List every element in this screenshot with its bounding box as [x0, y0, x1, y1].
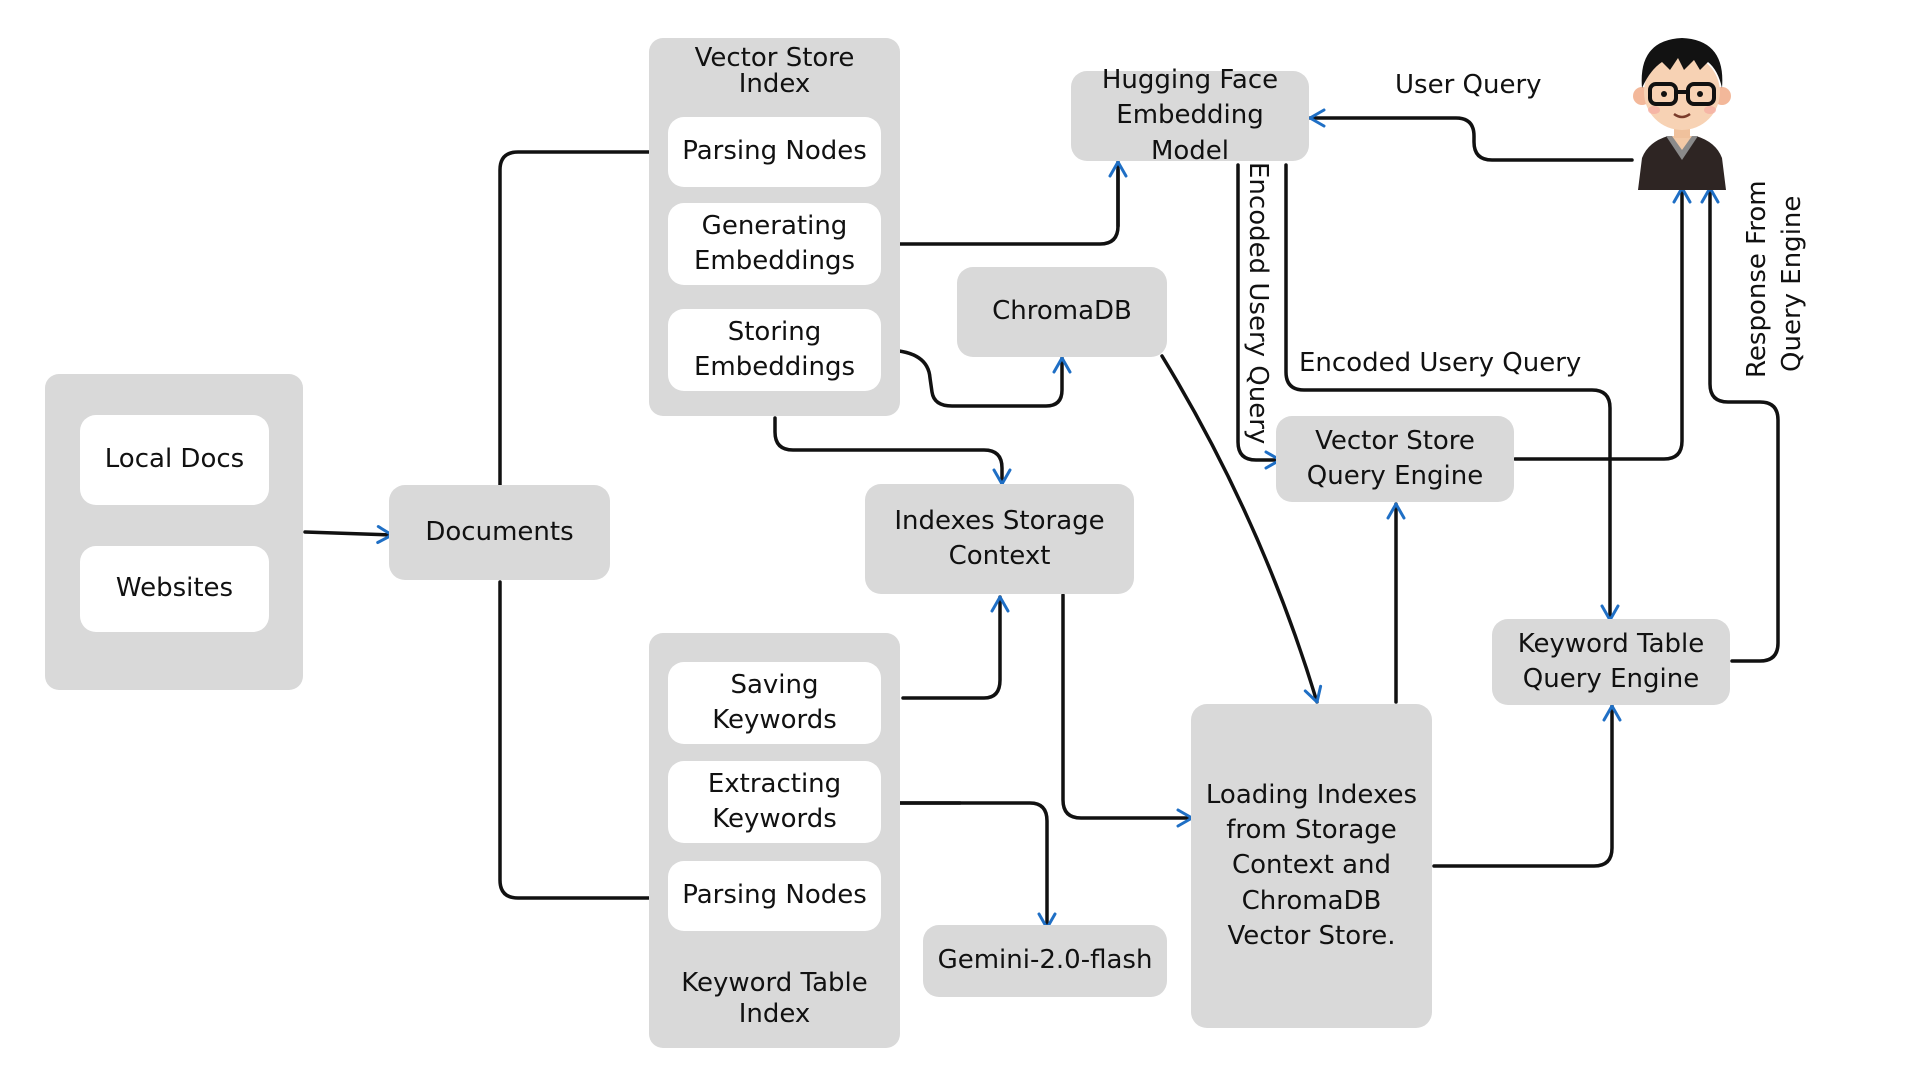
generating-embeddings-label: Generating Embeddings: [693, 210, 855, 276]
edge-vectorindex-storage: [773, 416, 1012, 486]
websites-node: Websites: [80, 546, 269, 632]
vector-parsing-nodes: Parsing Nodes: [668, 117, 881, 187]
local-docs-node: Local Docs: [80, 415, 269, 505]
websites-label: Websites: [115, 573, 234, 604]
saving-keywords-label: Saving Keywords: [712, 669, 837, 735]
chromadb-label: ChromaDB: [992, 296, 1132, 327]
storage-context-node: Indexes Storage Context: [865, 484, 1134, 594]
vector-parsing-nodes-label: Parsing Nodes: [682, 136, 867, 167]
edge-hf-keywordengine: [1284, 163, 1620, 622]
keyword-index-title-line1: Keyword Table: [681, 968, 868, 998]
edge-documents-keyword-parsing: [498, 580, 675, 908]
edge-vectorengine-user: [1513, 186, 1692, 461]
vector-index-title-line1: Vector Store: [694, 43, 855, 73]
edge-loading-keywordengine: [1432, 704, 1622, 868]
user-query-label: User Query: [1395, 70, 1542, 100]
vector-index-title-line2: Index: [738, 69, 811, 99]
encoded-query-horizontal-label: Encoded Usery Query: [1299, 348, 1582, 378]
edge-keywordengine-user: [1700, 186, 1780, 663]
loading-indexes-node: Loading Indexes from Storage Context and…: [1191, 704, 1432, 1028]
edge-hf-generating: [878, 168, 1120, 254]
vector-index-title: Vector Store Index: [649, 45, 900, 97]
edge-storage-loading: [1061, 593, 1194, 828]
edge-hf-vectorengine: [1236, 163, 1282, 470]
edge-extracting-gemini: [885, 801, 1057, 930]
response-label-line1: Response From: [1742, 180, 1772, 378]
storage-context-label: Indexes Storage Context: [894, 505, 1105, 571]
storing-embeddings: Storing Embeddings: [668, 309, 881, 391]
user-avatar-icon: [1633, 38, 1731, 190]
keyword-table-query-engine-label: Keyword Table Query Engine: [1517, 628, 1705, 694]
keyword-table-query-engine-node: Keyword Table Query Engine: [1492, 619, 1730, 705]
keyword-index-title-line2: Index: [738, 999, 811, 1030]
storing-embeddings-label: Storing Embeddings: [693, 316, 855, 382]
keyword-parsing-nodes-label: Parsing Nodes: [682, 880, 867, 911]
hugging-face-node: Hugging Face Embedding Model: [1071, 65, 1309, 166]
saving-keywords: Saving Keywords: [668, 662, 881, 744]
chromadb-node: ChromaDB: [957, 267, 1167, 357]
documents-label: Documents: [425, 516, 574, 547]
keyword-index-title: Keyword Table Index: [649, 968, 900, 1030]
local-docs-label: Local Docs: [104, 444, 245, 475]
keyword-parsing-nodes: Parsing Nodes: [668, 861, 881, 931]
edge-storing-chromadb: [882, 348, 1072, 408]
edge-sources-documents: [303, 525, 394, 545]
edge-documents-vector-parsing: [498, 142, 674, 487]
documents-node: Documents: [389, 485, 610, 580]
edge-chromadb-loading: [1160, 354, 1323, 704]
vector-store-query-engine-node: Vector Store Query Engine: [1276, 416, 1514, 502]
hugging-face-label: Hugging Face Embedding Model: [1101, 65, 1279, 166]
edge-saving-storage: [901, 595, 1010, 700]
extracting-keywords: Extracting Keywords: [668, 761, 881, 843]
edge-user-hf: [1308, 108, 1634, 162]
vector-store-query-engine-label: Vector Store Query Engine: [1306, 425, 1484, 491]
loading-indexes-label: Loading Indexes from Storage Context and…: [1205, 780, 1418, 951]
gemini-node: Gemini-2.0-flash: [923, 925, 1167, 997]
encoded-query-vertical-label: Encoded Usery Query: [1243, 162, 1273, 445]
response-label-line2: Query Engine: [1777, 195, 1807, 372]
gemini-label: Gemini-2.0-flash: [937, 945, 1153, 976]
extracting-keywords-label: Extracting Keywords: [707, 768, 842, 834]
generating-embeddings: Generating Embeddings: [668, 203, 881, 285]
